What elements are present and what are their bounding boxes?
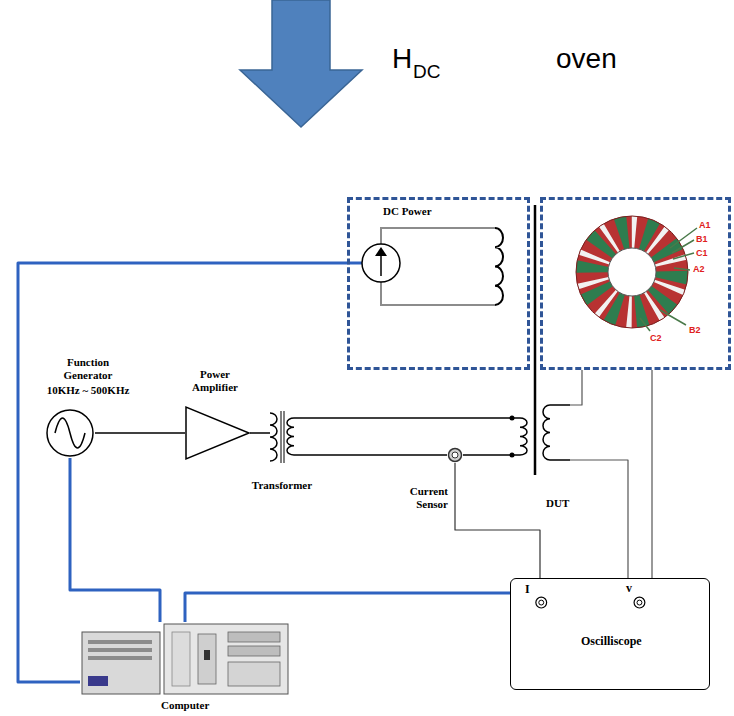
wire — [302, 454, 447, 456]
shape-part — [510, 453, 515, 458]
dut-symbol-outline — [510, 395, 570, 470]
function-generator-symbol-outline — [45, 408, 95, 458]
transformer-symbol: Transformer — [262, 405, 302, 465]
pin-name: B1 — [696, 235, 708, 244]
device-label: Transformer — [237, 479, 327, 492]
shape-part — [284, 411, 285, 463]
shape-part — [88, 676, 108, 686]
wire — [18, 263, 347, 682]
shape-part — [510, 416, 515, 421]
wire — [570, 370, 582, 405]
shape-part — [88, 648, 152, 652]
device-label: Oscilliscope — [581, 635, 642, 649]
device-label: Power Amplifier — [185, 368, 245, 393]
field-arrow — [240, 0, 362, 127]
wire — [570, 460, 628, 578]
shape-part — [164, 624, 288, 694]
field-symbol: H — [392, 45, 412, 73]
shape-part — [88, 640, 152, 644]
pin-name: A2 — [693, 265, 705, 274]
computer-icon-outline — [80, 622, 290, 696]
pin-name: C2 — [650, 334, 662, 343]
wire — [455, 463, 540, 578]
shape-part — [262, 432, 270, 434]
shape-part — [287, 418, 294, 455]
shape-part — [520, 418, 527, 455]
device-label: Computer — [161, 699, 209, 712]
function-generator-symbol: Function Generator10KHz ~ 500KHz — [45, 408, 95, 458]
box-heading: oven — [556, 45, 617, 73]
toroid-winding — [592, 232, 672, 312]
field-subscript: DC — [413, 62, 440, 81]
wire — [185, 593, 510, 622]
shape-part — [228, 632, 280, 642]
computer-icon: Computer — [80, 622, 290, 696]
shape-part — [88, 656, 152, 660]
shape-part — [198, 634, 216, 684]
toroid-core — [592, 232, 672, 312]
current-source-symbol — [362, 244, 400, 282]
shape-part — [82, 632, 160, 694]
pin-name: B2 — [689, 326, 701, 335]
toroid-edge — [576, 216, 688, 328]
shape-part — [281, 411, 282, 463]
shape-part — [452, 452, 458, 458]
shape-part — [536, 597, 547, 608]
current-sensor-symbol: Current Sensor — [447, 447, 463, 463]
shape-part — [186, 407, 249, 459]
shape-part — [637, 600, 642, 605]
wire — [463, 454, 510, 456]
wire — [95, 432, 185, 434]
shape-part — [204, 650, 210, 660]
device-label: Current Sensor — [398, 485, 448, 510]
shape-part — [172, 632, 190, 686]
amplifier-symbol: Power Amplifier — [185, 406, 250, 460]
toroid-winding — [592, 232, 672, 312]
channel-label: v — [626, 582, 632, 596]
amplifier-symbol-outline — [185, 406, 250, 460]
core-line — [534, 205, 537, 475]
shape-part — [270, 413, 277, 461]
pin-name: C1 — [696, 249, 708, 258]
wire — [651, 370, 652, 578]
device-label: DUT — [546, 497, 569, 510]
shape-part — [449, 449, 462, 462]
winding-lead — [640, 228, 697, 331]
oscilloscope-box: IvOscilliscope — [510, 578, 710, 690]
shape-part — [228, 646, 280, 656]
device-label: Function Generator — [58, 356, 118, 381]
shape-part — [539, 600, 544, 605]
dut-symbol: DUT — [510, 395, 570, 470]
pin-name: A1 — [699, 221, 711, 230]
oscilloscope-box-outline — [511, 579, 709, 689]
frequency-range: 10KHz ~ 500KHz — [28, 384, 148, 397]
wire — [250, 432, 262, 434]
current-source-arrowhead — [375, 247, 387, 256]
shape-part — [228, 662, 280, 686]
shape-part — [634, 597, 645, 608]
channel-label: I — [525, 583, 530, 597]
wire — [302, 417, 510, 419]
shape-part — [294, 418, 302, 455]
current-sensor-symbol-outline — [447, 447, 463, 463]
bias-coil — [495, 228, 503, 305]
current-source-arrow — [380, 253, 382, 276]
shape-part — [47, 410, 93, 456]
shape-part — [55, 418, 85, 448]
box-heading: DC Power — [381, 205, 434, 218]
shape-part — [510, 405, 570, 460]
wire — [70, 458, 160, 622]
shape-part — [543, 405, 550, 460]
transformer-symbol-outline — [262, 405, 302, 465]
dc-bias-box: DC Power — [347, 197, 530, 370]
toroid-hole — [608, 248, 656, 296]
